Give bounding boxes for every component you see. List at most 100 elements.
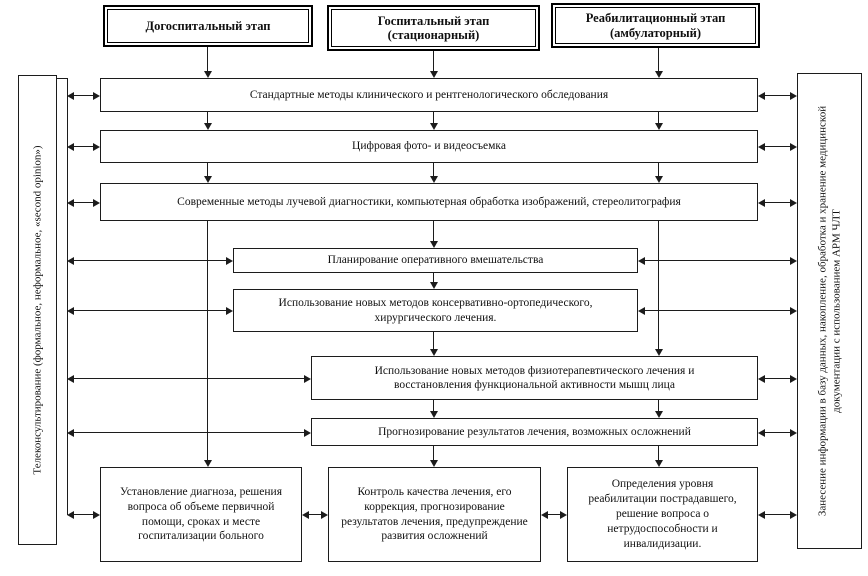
- connector-line: [433, 51, 434, 72]
- arrowhead-right-icon: [790, 510, 797, 519]
- connector-line: [433, 112, 434, 124]
- connector-line: [658, 163, 659, 177]
- arrowhead-down-icon: [203, 123, 212, 130]
- connector-line: [73, 514, 94, 515]
- outcome-box-rehab-level: Определения уровня реабилитации пострада…: [567, 467, 758, 562]
- arrowhead-down-icon: [654, 71, 663, 78]
- stage-label: Госпитальный этап (стационарный): [377, 13, 490, 42]
- arrowhead-right-icon: [321, 510, 328, 519]
- arrowhead-left-icon: [758, 198, 765, 207]
- connector-line: [73, 260, 227, 261]
- process-label: Прогнозирование результатов лечения, воз…: [378, 425, 691, 438]
- arrowhead-right-icon: [304, 428, 311, 437]
- arrowhead-left-icon: [541, 510, 548, 519]
- stage-box-hospital: Госпитальный этап (стационарный): [327, 5, 540, 51]
- connector-line: [433, 332, 434, 350]
- connector-line: [764, 514, 791, 515]
- arrowhead-left-icon: [758, 428, 765, 437]
- arrowhead-down-icon: [429, 411, 438, 418]
- connector-line: [73, 202, 94, 203]
- arrowhead-right-icon: [790, 198, 797, 207]
- stage-label: Догоспитальный этап: [145, 18, 271, 33]
- arrowhead-left-icon: [758, 374, 765, 383]
- arrowhead-left-icon: [67, 142, 74, 151]
- connector-line: [658, 112, 659, 124]
- arrowhead-down-icon: [654, 123, 663, 130]
- side-panel-label: Занесение информации в базу данных, нако…: [815, 105, 842, 517]
- arrowhead-left-icon: [67, 510, 74, 519]
- connector-line: [207, 221, 208, 461]
- connector-line: [433, 400, 434, 412]
- arrowhead-down-icon: [429, 282, 438, 289]
- arrowhead-right-icon: [790, 374, 797, 383]
- connector-line: [433, 163, 434, 177]
- connector-bus-line: [67, 78, 68, 515]
- arrowhead-down-icon: [429, 241, 438, 248]
- arrowhead-left-icon: [758, 510, 765, 519]
- connector-line: [658, 221, 659, 350]
- arrowhead-right-icon: [93, 510, 100, 519]
- process-box-new-conservative: Использование новых методов консервативн…: [233, 289, 638, 332]
- arrowhead-left-icon: [302, 510, 309, 519]
- arrowhead-left-icon: [67, 198, 74, 207]
- process-label: Использование новых методов консервативн…: [278, 297, 593, 324]
- arrowhead-down-icon: [429, 176, 438, 183]
- arrowhead-right-icon: [790, 306, 797, 315]
- connector-line: [658, 446, 659, 461]
- connector-line: [547, 514, 561, 515]
- connector-line: [73, 146, 94, 147]
- connector-line: [764, 432, 791, 433]
- arrowhead-right-icon: [226, 256, 233, 265]
- stage-label: Реабилитационный этап (амбулаторный): [585, 11, 726, 40]
- connector-line: [433, 273, 434, 283]
- arrowhead-down-icon: [203, 460, 212, 467]
- arrowhead-right-icon: [790, 91, 797, 100]
- process-label: Использование новых методов физиотерапев…: [374, 364, 695, 391]
- arrowhead-right-icon: [93, 198, 100, 207]
- process-box-standard-methods: Стандартные методы клинического и рентге…: [100, 78, 758, 112]
- arrowhead-left-icon: [758, 91, 765, 100]
- arrowhead-down-icon: [429, 460, 438, 467]
- connector-line: [73, 310, 227, 311]
- connector-line: [764, 202, 791, 203]
- arrowhead-left-icon: [67, 256, 74, 265]
- process-label: Современные методы лучевой диагностики, …: [177, 195, 681, 208]
- outcome-box-quality-control: Контроль качества лечения, его коррекция…: [328, 467, 541, 562]
- process-label: Планирование оперативного вмешательства: [327, 254, 544, 267]
- arrowhead-right-icon: [226, 306, 233, 315]
- arrowhead-down-icon: [654, 411, 663, 418]
- connector-line: [764, 378, 791, 379]
- process-label: Цифровая фото- и видеосъемка: [352, 140, 506, 153]
- connector-line: [73, 432, 305, 433]
- arrowhead-left-icon: [638, 306, 645, 315]
- outcome-label: Определения уровня реабилитации пострада…: [588, 478, 737, 550]
- stage-box-pre-hospital-frame: Догоспитальный этап: [107, 9, 309, 43]
- connector-line: [73, 95, 94, 96]
- stage-box-rehab: Реабилитационный этап (амбулаторный): [551, 3, 760, 48]
- connector-line: [644, 260, 791, 261]
- stage-box-rehab-frame: Реабилитационный этап (амбулаторный): [555, 7, 756, 44]
- arrowhead-right-icon: [790, 428, 797, 437]
- arrowhead-down-icon: [654, 176, 663, 183]
- arrowhead-left-icon: [67, 428, 74, 437]
- connector-line: [73, 378, 305, 379]
- stage-box-hospital-frame: Госпитальный этап (стационарный): [331, 9, 536, 47]
- arrowhead-down-icon: [203, 176, 212, 183]
- connector-line: [57, 78, 67, 79]
- process-box-prognosis: Прогнозирование результатов лечения, воз…: [311, 418, 758, 446]
- arrowhead-down-icon: [429, 349, 438, 356]
- connector-line: [433, 446, 434, 461]
- arrowhead-right-icon: [93, 142, 100, 151]
- connector-line: [207, 112, 208, 124]
- arrowhead-right-icon: [560, 510, 567, 519]
- connector-line: [644, 310, 791, 311]
- arrowhead-right-icon: [790, 142, 797, 151]
- outcome-label: Контроль качества лечения, его коррекция…: [341, 485, 528, 543]
- arrowhead-left-icon: [758, 142, 765, 151]
- process-box-new-physio: Использование новых методов физиотерапев…: [311, 356, 758, 400]
- connector-line: [308, 514, 322, 515]
- arrowhead-right-icon: [790, 256, 797, 265]
- outcome-label: Установление диагноза, решения вопроса о…: [120, 485, 282, 543]
- process-box-digital-photo: Цифровая фото- и видеосъемка: [100, 130, 758, 163]
- connector-line: [764, 95, 791, 96]
